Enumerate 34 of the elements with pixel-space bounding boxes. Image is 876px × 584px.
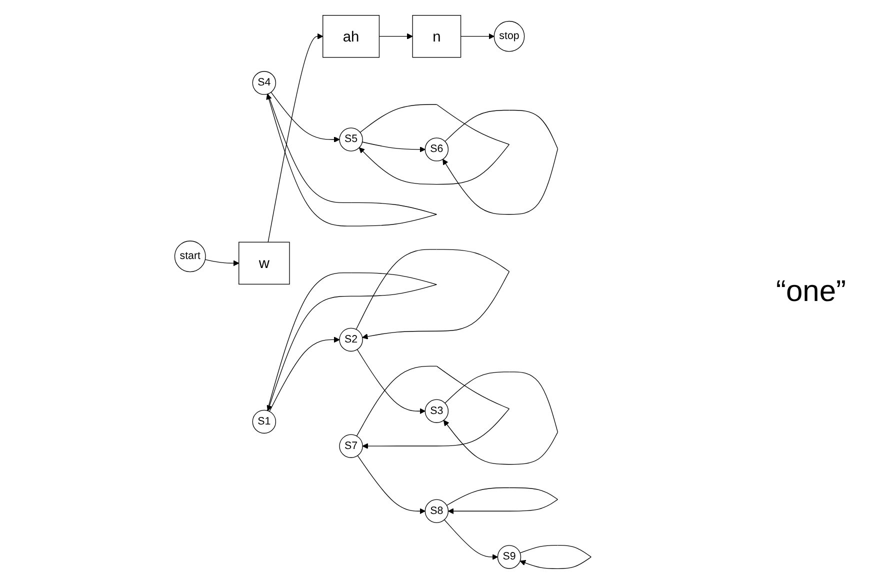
arrow (362, 142, 426, 152)
arrow (446, 487, 558, 514)
arrow (270, 92, 340, 142)
arrow (444, 519, 498, 560)
node-circle: S2 (339, 328, 363, 352)
arrow (356, 366, 510, 449)
node-circle: S3 (424, 399, 449, 423)
node-circle: S5 (339, 128, 363, 152)
word-label: “one” (776, 275, 846, 309)
node-box: n (412, 15, 462, 58)
arrow (357, 455, 426, 514)
arrow (269, 336, 340, 412)
node-circle: S4 (252, 71, 276, 95)
node-circle: S8 (424, 499, 449, 523)
node-box: ah (322, 15, 380, 58)
arrow (460, 33, 494, 40)
node-box: w (238, 242, 290, 285)
node-circle: S6 (424, 138, 449, 162)
node-circle: stop (494, 20, 525, 52)
arrow (358, 104, 510, 185)
arrow (442, 110, 558, 215)
node-circle: start (174, 240, 206, 272)
arrow (443, 372, 558, 465)
arrow (266, 272, 437, 412)
node-circle: S1 (252, 410, 276, 434)
arrow (356, 349, 426, 414)
arrow (266, 93, 437, 226)
arrow (378, 33, 413, 40)
arrow (520, 544, 592, 569)
node-circle: S9 (497, 545, 522, 569)
arrow (204, 259, 240, 266)
arrow (356, 249, 510, 340)
arrow (268, 33, 324, 242)
node-circle: S7 (339, 434, 363, 458)
